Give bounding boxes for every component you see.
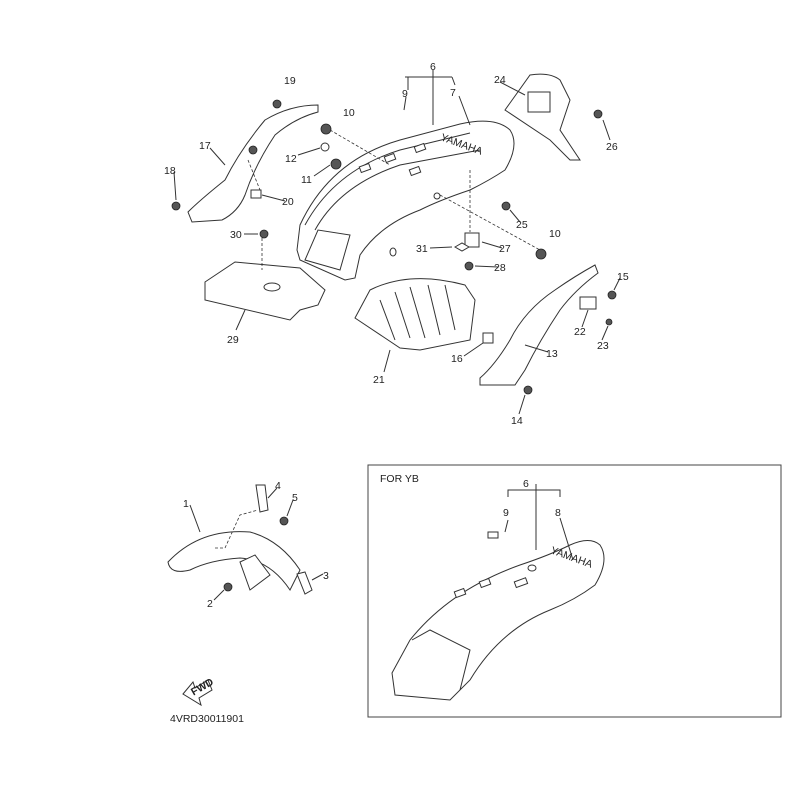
inset-for-yb: YAMAHA FOR YB 6 9 8 [367, 464, 782, 718]
callout: 4 [275, 480, 281, 492]
callout: 7 [450, 87, 456, 99]
callout: 26 [606, 141, 618, 153]
callout: 29 [227, 334, 239, 346]
small-parts [171, 99, 617, 395]
callout: 1 [183, 498, 189, 510]
callout: 10 [343, 107, 355, 119]
callout: 12 [285, 153, 297, 165]
callout: 5 [292, 492, 298, 504]
callout: 31 [416, 243, 428, 255]
callout: 19 [284, 75, 296, 87]
callout: 21 [373, 374, 385, 386]
callout: 13 [546, 348, 558, 360]
front-fender [167, 484, 313, 595]
callout: 3 [323, 570, 329, 582]
inset-title: FOR YB [380, 473, 419, 485]
callout: 17 [199, 140, 211, 152]
callout: 23 [597, 340, 609, 352]
grab-bar-right [479, 264, 599, 386]
callout: 15 [617, 271, 629, 283]
callout: 16 [451, 353, 463, 365]
callout: 20 [282, 196, 294, 208]
callout: 9 [503, 507, 509, 519]
callout: 22 [574, 326, 586, 338]
mud-flap-plate [204, 261, 326, 321]
callout: 9 [402, 88, 408, 100]
callout: 28 [494, 262, 506, 274]
callout: 14 [511, 415, 523, 427]
inner-fender [354, 278, 476, 351]
fwd-arrow-icon: FWD [182, 676, 216, 707]
callout: 24 [494, 74, 506, 86]
callouts-front: 1 4 5 3 2 [183, 480, 329, 610]
rear-fender: YAMAHA [296, 120, 515, 281]
callout: 27 [499, 243, 511, 255]
callout: 18 [164, 165, 176, 177]
callouts-main: 19 10 17 18 12 11 20 6 9 7 24 26 25 10 2… [164, 61, 629, 427]
taillight-assembly [504, 73, 581, 161]
callout: 6 [523, 478, 529, 490]
callout: 6 [430, 61, 436, 73]
callout: 30 [230, 229, 242, 241]
callout: 8 [555, 507, 561, 519]
callout: 2 [207, 598, 213, 610]
callout: 11 [301, 174, 312, 186]
callout: 25 [516, 219, 528, 231]
diagram-code: 4VRD30011901 [170, 713, 244, 725]
grab-bar-left [187, 104, 319, 223]
callout: 10 [549, 228, 561, 240]
